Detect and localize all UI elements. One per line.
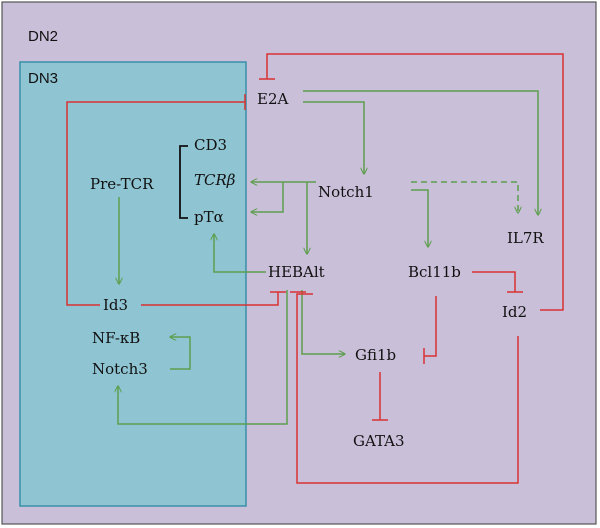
node-cd3: CD3 bbox=[194, 136, 227, 154]
node-bcl11b: Bcl11b bbox=[408, 263, 461, 281]
node-id2: Id2 bbox=[502, 303, 527, 321]
inhibition-edges bbox=[66, 53, 564, 484]
node-id3: Id3 bbox=[103, 296, 128, 314]
node-gata3: GATA3 bbox=[353, 432, 405, 450]
node-gfi1b: Gfi1b bbox=[355, 346, 396, 364]
dn3-label: DN3 bbox=[28, 70, 58, 87]
node-hebalt: HEBAlt bbox=[268, 263, 325, 281]
node-notch1: Notch1 bbox=[318, 183, 374, 201]
node-pretcr: Pre-TCR bbox=[90, 175, 154, 193]
node-tcrb: TCRβ bbox=[194, 171, 236, 189]
edge-e2a-il7r bbox=[303, 90, 538, 215]
dn2-label: DN2 bbox=[28, 28, 58, 45]
edge-id2-hebalt bbox=[296, 293, 519, 484]
edge-notch1-il7r-dashed bbox=[411, 181, 518, 213]
tcr-complex-bracket bbox=[179, 145, 188, 219]
dn3-region-border bbox=[19, 61, 247, 507]
edge-id3-hebalt bbox=[141, 292, 279, 306]
edge-notch1-bcl11b bbox=[411, 189, 428, 247]
node-pta: pTα bbox=[194, 208, 224, 226]
edge-hebalt-gfi1b bbox=[301, 290, 345, 354]
edge-notch3-nfkb bbox=[170, 337, 191, 370]
activation-edges bbox=[118, 90, 538, 425]
edge-bcl11b-gfi1b bbox=[424, 296, 437, 357]
edge-bcl11b-id2 bbox=[472, 271, 516, 292]
edge-hebalt-pta bbox=[214, 234, 266, 273]
edge-id2-e2a bbox=[266, 53, 564, 311]
node-e2a: E2A bbox=[257, 90, 288, 108]
edge-e2a-notch1 bbox=[303, 101, 364, 174]
edge-notch1-pta bbox=[251, 182, 284, 212]
edge-id3-e2a bbox=[66, 101, 245, 306]
node-nfkb: NF-κB bbox=[92, 329, 140, 347]
edge-hebalt-notch3 bbox=[118, 290, 288, 425]
dn3-region bbox=[20, 62, 246, 506]
node-notch3: Notch3 bbox=[92, 360, 148, 378]
node-il7r: IL7R bbox=[507, 229, 544, 247]
